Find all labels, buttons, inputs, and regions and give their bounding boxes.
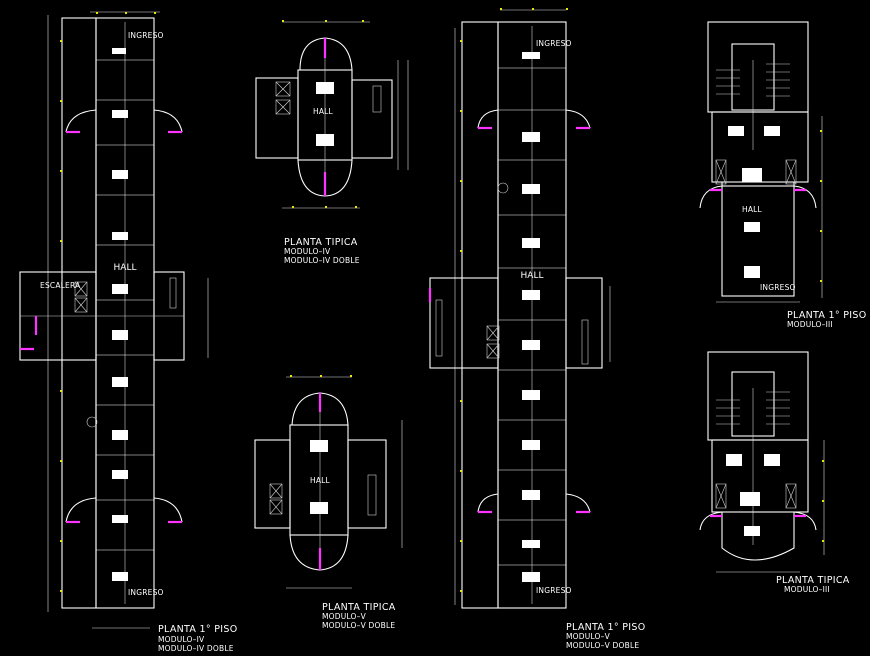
hall-label: HALL (313, 107, 334, 116)
panel-module: MODULO–III (784, 585, 830, 594)
panel-m5-typical: HALL PLANTA TIPICA MODULO–V MODULO–V DOB… (254, 375, 403, 630)
panel-title: PLANTA TIPICA (322, 602, 396, 613)
panel-module: MODULO–IV (284, 247, 331, 256)
panel-module: MODULO–III (787, 320, 833, 329)
panel-m4-first-floor: HALL ESCALERA INGRESO INGRESO PLANTA 1° … (19, 11, 237, 653)
panel-variant: MODULO–V DOBLE (566, 641, 639, 650)
panel-module: MODULO–V (322, 612, 367, 621)
panel-variant: MODULO–IV DOBLE (284, 256, 360, 265)
entry-top-label: INGRESO (536, 39, 572, 48)
panel-m5-first-floor: HALL INGRESO INGRESO PLANTA 1° PISO MODU… (428, 8, 645, 650)
panel-module: MODULO–V (566, 632, 611, 641)
hall-label: HALL (310, 476, 331, 485)
panel-module: MODULO–IV (158, 635, 205, 644)
panel-m3-first-floor: HALL INGRESO PLANTA 1° PISO MODULO–III (699, 21, 866, 329)
hall-label: HALL (742, 205, 763, 214)
panel-title: PLANTA 1° PISO (158, 624, 237, 635)
panel-variant: MODULO–IV DOBLE (158, 644, 234, 653)
panel-title: PLANTA TIPICA (284, 237, 358, 248)
panel-title: PLANTA 1° PISO (566, 622, 645, 633)
panel-m3-typical: PLANTA TIPICA MODULO–III (699, 351, 850, 594)
entry-bottom-label: INGRESO (128, 588, 164, 597)
panel-title: PLANTA TIPICA (776, 575, 850, 586)
panel-m4-typical: HALL PLANTA TIPICA MODULO–IV MODULO–IV D… (255, 20, 409, 265)
entry-bottom-label: INGRESO (536, 586, 572, 595)
stair-label: ESCALERA (40, 281, 81, 290)
hall-label: HALL (114, 263, 137, 273)
panel-variant: MODULO–V DOBLE (322, 621, 395, 630)
hall-label: HALL (521, 271, 544, 281)
panel-title: PLANTA 1° PISO (787, 310, 866, 321)
entry-label: INGRESO (760, 283, 796, 292)
entry-top-label: INGRESO (128, 31, 164, 40)
